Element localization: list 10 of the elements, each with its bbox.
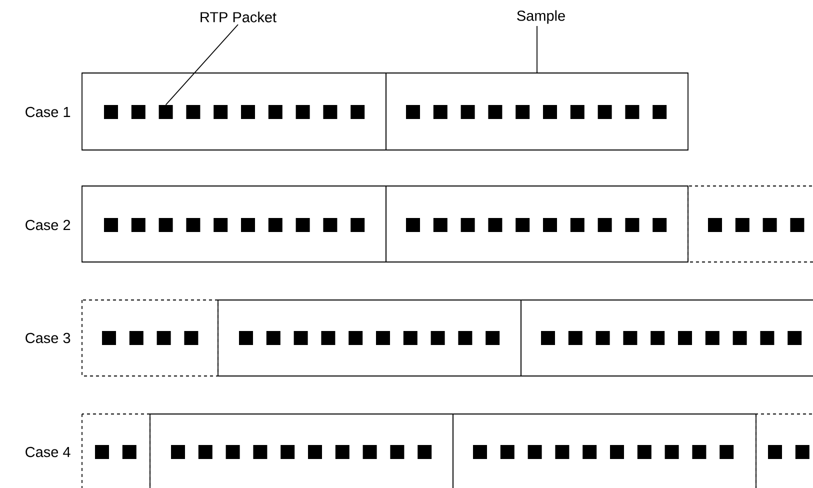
case-label: Case 3 (26, 332, 70, 344)
callout-label: Sample (517, 10, 565, 24)
leader-line (536, 26, 538, 73)
case-label: Case 1 (26, 106, 70, 118)
leader-line (165, 24, 238, 106)
case-label: Case 2 (26, 220, 70, 230)
callout-label: RTP Packet (200, 12, 276, 22)
case-label: Case 4 (26, 446, 70, 458)
sample-box (386, 72, 688, 150)
packet-square (158, 105, 173, 119)
